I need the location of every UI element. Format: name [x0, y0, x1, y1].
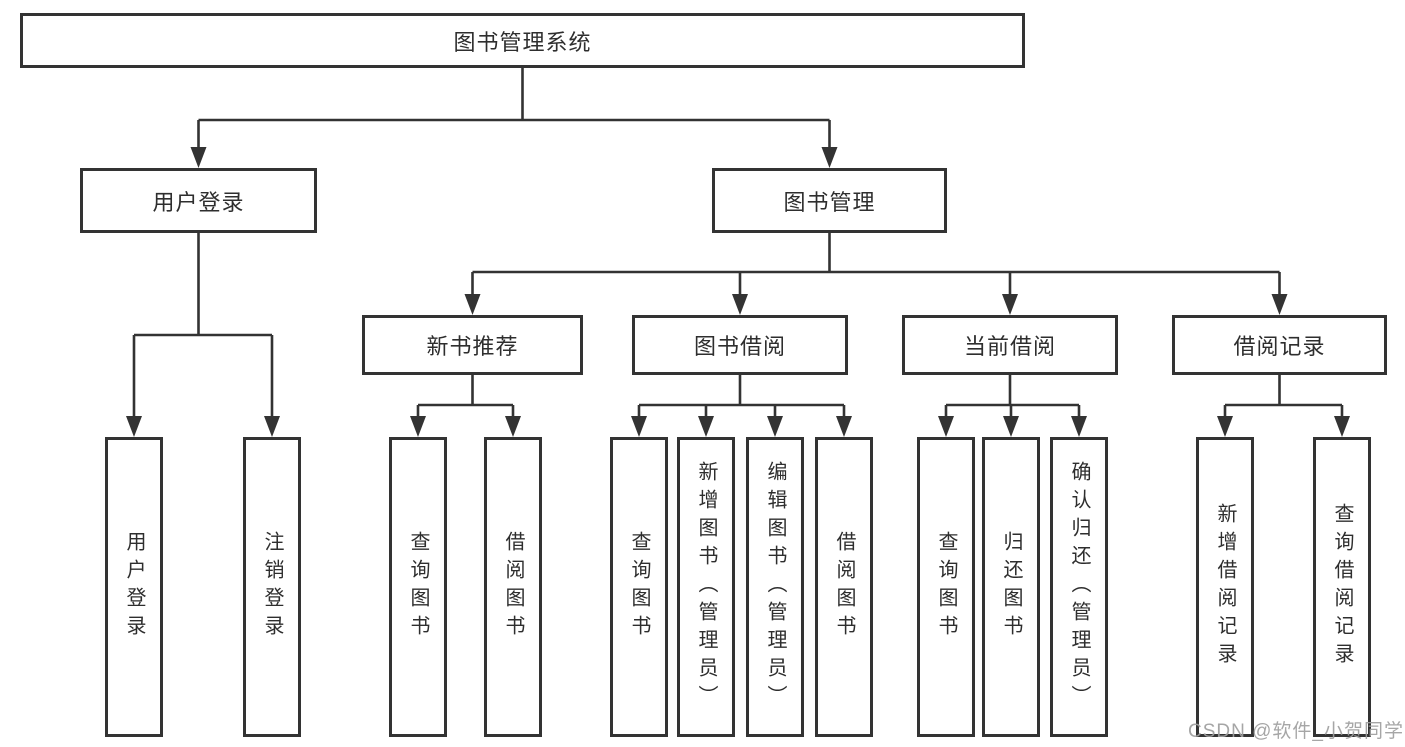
node-borrow-records: 借阅记录	[1172, 315, 1387, 375]
node-root-library-system: 图书管理系统	[20, 13, 1025, 68]
node-leaf-query-books-2: 查询图书	[610, 437, 668, 737]
node-leaf-query-borrow-record: 查询借阅记录	[1313, 437, 1371, 737]
csdn-watermark: CSDN @软件_小贺同学	[1188, 721, 1404, 742]
node-leaf-return-books-label: 归还图书	[1000, 531, 1022, 643]
node-book-management: 图书管理	[712, 168, 947, 233]
node-leaf-edit-books-admin-label: 编辑图书（管理员）	[764, 461, 786, 713]
node-leaf-borrow-books-1-label: 借阅图书	[502, 531, 524, 643]
node-leaf-add-borrow-record: 新增借阅记录	[1196, 437, 1254, 737]
node-leaf-borrow-books-2-label: 借阅图书	[833, 531, 855, 643]
node-leaf-confirm-return-admin: 确认归还（管理员）	[1050, 437, 1108, 737]
node-leaf-query-borrow-record-label: 查询借阅记录	[1331, 503, 1353, 671]
node-leaf-borrow-books-2: 借阅图书	[815, 437, 873, 737]
node-leaf-query-books-3: 查询图书	[917, 437, 975, 737]
node-leaf-add-books-admin: 新增图书（管理员）	[677, 437, 735, 737]
node-leaf-edit-books-admin: 编辑图书（管理员）	[746, 437, 804, 737]
node-current-borrow-label: 当前借阅	[963, 334, 1056, 359]
node-leaf-return-books: 归还图书	[982, 437, 1040, 737]
node-leaf-user-login: 用户登录	[105, 437, 163, 737]
node-root-label: 图书管理系统	[453, 29, 592, 55]
node-new-book-recommend-label: 新书推荐	[426, 334, 519, 359]
tree-edges	[126, 68, 1350, 437]
node-leaf-borrow-books-1: 借阅图书	[484, 437, 542, 737]
node-borrow-records-label: 借阅记录	[1233, 334, 1326, 359]
node-leaf-logout-label: 注销登录	[261, 531, 283, 643]
node-user-login-label: 用户登录	[152, 189, 245, 215]
node-new-book-recommend: 新书推荐	[362, 315, 583, 375]
node-leaf-query-books-3-label: 查询图书	[935, 531, 957, 643]
node-leaf-logout: 注销登录	[243, 437, 301, 737]
node-book-management-label: 图书管理	[783, 189, 876, 215]
node-leaf-query-books-1: 查询图书	[389, 437, 447, 737]
node-current-borrow: 当前借阅	[902, 315, 1118, 375]
node-book-borrow: 图书借阅	[632, 315, 848, 375]
node-user-login: 用户登录	[80, 168, 317, 233]
node-leaf-add-borrow-record-label: 新增借阅记录	[1214, 503, 1236, 671]
node-leaf-confirm-return-admin-label: 确认归还（管理员）	[1068, 461, 1090, 713]
node-leaf-query-books-1-label: 查询图书	[407, 531, 429, 643]
node-book-borrow-label: 图书借阅	[693, 334, 786, 359]
node-leaf-add-books-admin-label: 新增图书（管理员）	[695, 461, 717, 713]
node-leaf-user-login-label: 用户登录	[123, 531, 145, 643]
node-leaf-query-books-2-label: 查询图书	[628, 531, 650, 643]
